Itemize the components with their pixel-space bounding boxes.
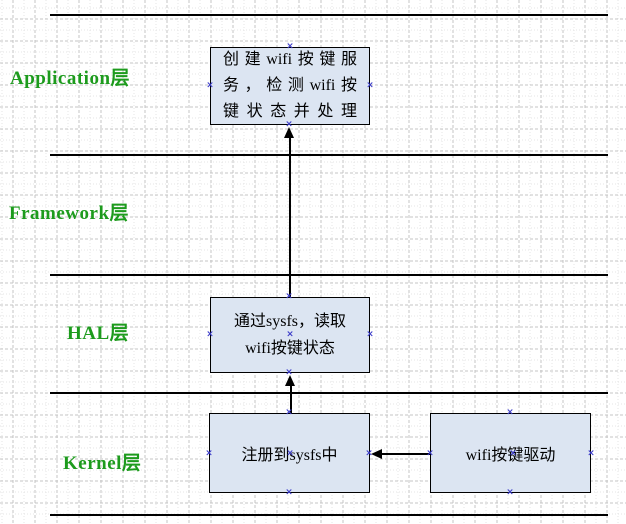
connection-point-marker: ×	[426, 448, 434, 459]
layer-separator-line[interactable]	[50, 514, 608, 516]
box-hal-sysfs-read[interactable]: 通过sysfs，读取 wifi按键状态	[210, 297, 370, 373]
layer-label-application[interactable]: Application层	[10, 68, 131, 89]
box-text-line: 键状态并处理	[223, 103, 357, 120]
connection-point-marker: ×	[509, 448, 517, 459]
layer-separator-line[interactable]	[50, 274, 608, 276]
connection-point-marker: ×	[286, 448, 294, 459]
connection-point-marker: ×	[506, 487, 514, 498]
arrow-head-icon	[284, 127, 294, 138]
connector-line	[290, 385, 292, 413]
connection-point-marker: ×	[506, 407, 514, 418]
connection-point-marker: ×	[366, 80, 374, 91]
connection-point-marker: ×	[206, 80, 214, 91]
connector-line	[381, 453, 430, 455]
box-text-line: 务，检测wifi按	[223, 77, 357, 94]
connection-point-marker: ×	[365, 448, 373, 459]
connection-point-marker: ×	[285, 119, 293, 130]
layer-label-hal[interactable]: HAL层	[67, 323, 130, 344]
connection-point-marker: ×	[205, 448, 213, 459]
connection-point-marker: ×	[366, 329, 374, 340]
box-text-line: wifi按键驱动	[465, 447, 556, 464]
layer-separator-line[interactable]	[50, 392, 608, 394]
connection-point-marker: ×	[286, 41, 294, 52]
box-text-line: 创建wifi按键服	[223, 51, 357, 68]
connection-point-marker: ×	[206, 329, 214, 340]
layer-label-kernel[interactable]: Kernel层	[63, 453, 142, 474]
connection-point-marker: ×	[285, 487, 293, 498]
layer-label-framework[interactable]: Framework层	[9, 203, 130, 224]
connection-point-marker: ×	[285, 367, 293, 378]
connection-point-marker: ×	[587, 448, 595, 459]
arrow-head-icon	[285, 375, 295, 386]
box-app-wifi-key-service[interactable]: 创建wifi按键服 务，检测wifi按 键状态并处理	[210, 47, 370, 125]
box-text-line: wifi按键状态	[245, 340, 335, 357]
box-kernel-sysfs-register[interactable]: 注册到sysfs中	[209, 413, 370, 493]
connector-line	[289, 138, 291, 297]
layer-separator-line[interactable]	[50, 14, 608, 16]
layer-separator-line[interactable]	[50, 154, 608, 156]
box-kernel-wifi-key-driver[interactable]: wifi按键驱动	[430, 413, 591, 493]
arrow-head-icon	[371, 449, 382, 459]
box-text-line: 通过sysfs，读取	[233, 313, 346, 330]
connection-point-marker: ×	[285, 407, 293, 418]
connection-point-marker: ×	[285, 291, 293, 302]
box-text-line: 注册到sysfs中	[241, 447, 338, 464]
connection-point-marker: ×	[286, 329, 294, 340]
